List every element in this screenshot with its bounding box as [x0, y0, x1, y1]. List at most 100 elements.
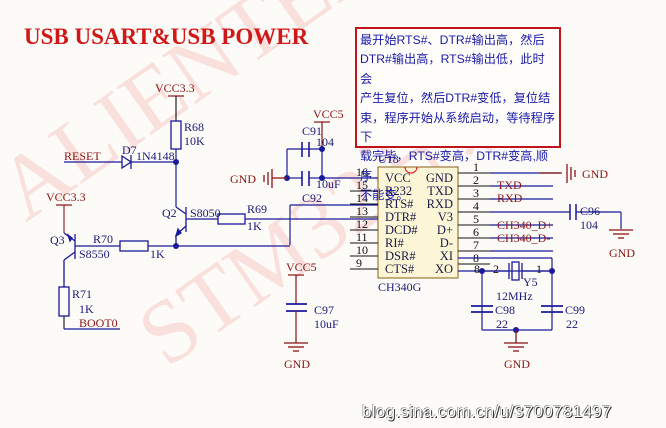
c97-value: 10uF: [314, 317, 339, 331]
gnd-symbol-pin1: [566, 164, 576, 183]
capacitor-c99: [541, 305, 563, 313]
d7-ref: D7: [122, 143, 137, 157]
r70-ref: R70: [93, 232, 113, 246]
c98-value: 22: [496, 317, 508, 331]
c92-ref: C92: [302, 191, 322, 205]
q3-ref: Q3: [50, 233, 65, 247]
ic-pin-dm: 6D-: [440, 225, 490, 250]
pin-name: D+: [437, 223, 453, 237]
pin-name: RI#: [385, 236, 405, 250]
pin-number: 16: [356, 165, 368, 179]
resistor-r70: [119, 240, 149, 252]
pin-name: VCC: [385, 171, 411, 185]
pin-number: 13: [356, 204, 368, 218]
pin-name: DCD#: [385, 223, 418, 237]
r69-ref: R69: [247, 202, 267, 216]
q2-base-wires: [186, 204, 378, 245]
resistor-r69: [217, 213, 246, 225]
net-ch340-dp: CH340_D+: [497, 218, 553, 232]
note-line: DTR#输出高，RTS#输出低，此时会: [360, 52, 545, 86]
pin-name: R232: [385, 184, 412, 198]
pin-name: CTS#: [385, 262, 415, 276]
net-ch340-dm: CH340_D-: [497, 231, 550, 245]
pin-name: DSR#: [385, 249, 416, 263]
gnd-label-c97: GND: [284, 357, 310, 371]
pin-number: 15: [356, 178, 368, 192]
pin-name: TXD: [427, 184, 453, 198]
r68-ref: R68: [184, 120, 204, 134]
c99-ref: C99: [565, 303, 585, 317]
xo-pin-num: 8: [474, 262, 480, 276]
c92-value: 10uF: [316, 177, 341, 191]
c91-value: 104: [316, 135, 334, 149]
q2-value: S8050: [190, 206, 221, 220]
gnd-label-c91: GND: [230, 172, 256, 186]
transistor-q3: [63, 232, 76, 287]
r70-value: 1K: [150, 247, 165, 261]
gnd-label-c96: GND: [609, 246, 635, 260]
ic-pin-dsrn: 10 DSR#: [350, 243, 416, 263]
gnd-label-crystal: GND: [504, 357, 530, 371]
c99-value: 22: [566, 317, 578, 331]
note-line: 载完毕，RTS#变高，DTR#变高,顺序: [360, 149, 549, 183]
ic-body: [377, 166, 459, 279]
junction-vcc-c92: [319, 175, 325, 181]
y5-pin-left: 2: [493, 262, 499, 276]
pin-name: DTR#: [385, 210, 417, 224]
pin-name: XI: [440, 249, 453, 263]
junction-vcc-c91: [319, 146, 325, 152]
y5-ref: Y5: [523, 275, 538, 289]
gnd-symbol-crystal: [504, 330, 528, 352]
capacitor-c98: [471, 305, 493, 313]
ic-part: CH340G: [378, 280, 422, 294]
c97-ref: C97: [314, 303, 334, 317]
net-reset: RESET: [64, 149, 101, 163]
pin-name: GND: [426, 171, 453, 185]
r71-ref: R71: [72, 287, 92, 301]
net-txd: TXD: [497, 178, 522, 192]
q2-ref: Q2: [162, 206, 177, 220]
ic-ref: U18: [378, 152, 399, 166]
c91-ref: C91: [302, 124, 322, 138]
pin-number: 12: [356, 217, 368, 231]
net-boot0: BOOT0: [79, 316, 118, 330]
pin-number: 2: [473, 173, 479, 187]
capacitor-c97: [286, 275, 307, 343]
y5-pin-right: 1: [536, 262, 542, 276]
ic-pin-dcdn: 12 DCD#: [350, 217, 418, 237]
pin-name: RXD: [427, 197, 453, 211]
ic-pin-rin: 11 RI#: [350, 230, 405, 250]
source-url-watermark: blog.sina.com.cn/u/3700781497: [362, 402, 612, 421]
diode-d7: [121, 154, 133, 170]
ic-pin-xi: 7XI: [440, 238, 490, 263]
pin-number: 9: [356, 256, 362, 270]
pin-number: 3: [473, 186, 479, 200]
q3-value: S8550: [79, 247, 110, 261]
ic-notch: [404, 166, 418, 174]
vcc5-label-top: VCC5: [313, 107, 344, 121]
ic-pin-v3: 4V3: [438, 199, 490, 224]
reset-net-wires: [64, 149, 177, 207]
ic-pin-r232: 15 R232: [350, 178, 412, 198]
r71-value: 1K: [79, 302, 94, 316]
pin-number: 4: [473, 199, 479, 213]
crystal-y5: [508, 261, 523, 281]
junction-xo: [479, 268, 485, 274]
junction-reset: [173, 159, 179, 165]
d7-value: 1N4148: [136, 149, 175, 163]
vcc33-label-r68: VCC3.3: [155, 81, 195, 95]
note-line: 不能变。: [360, 188, 409, 203]
pin-number: 6: [473, 225, 479, 239]
pin-number: 10: [356, 243, 368, 257]
pin-number: 11: [356, 230, 368, 244]
pin-number: 7: [473, 238, 479, 252]
c96-value: 104: [580, 218, 598, 232]
transistor-q2: [174, 206, 187, 246]
gnd-symbol-c97: [284, 342, 308, 352]
